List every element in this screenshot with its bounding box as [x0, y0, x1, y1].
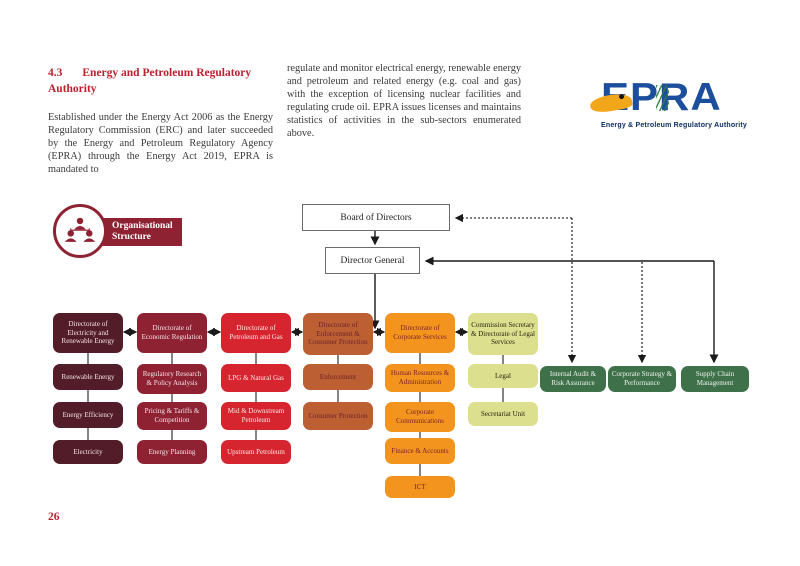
org-sub-renewable-energy: Renewable Energy — [53, 364, 123, 390]
page-number: 26 — [48, 511, 60, 523]
section-number: 4.3 — [48, 67, 63, 79]
org-box-corporate-strategy: Corporate Strategy & Performance — [608, 366, 676, 392]
org-sub-consumer-protection: Consumer Protection — [303, 402, 373, 430]
org-sub-finance-accounts: Finance & Accounts — [385, 438, 455, 464]
org-sub-corporate-communications: Corporate Communications — [385, 402, 455, 432]
org-sub-lpg-natural-gas: LPG & Natural Gas — [221, 364, 291, 392]
org-structure-circle — [53, 204, 107, 258]
org-sub-enforcement: Enforcement — [303, 364, 373, 390]
org-people-icon — [64, 217, 96, 242]
org-head-corporate-services: Directorate of Corporate Services — [385, 313, 455, 353]
org-sub-legal: Legal — [468, 364, 538, 388]
org-head-economic-regulation: Directorate of Economic Regulation — [137, 313, 207, 353]
org-box-board-of-directors: Board of Directors — [302, 204, 450, 231]
org-box-internal-audit: Internal Audit & Risk Assurance — [540, 366, 606, 392]
epra-logo: EPRA Energy & Petroleum Regulatory Autho… — [588, 75, 751, 137]
section-title: Energy and Petroleum Regulatory Authorit… — [48, 67, 252, 95]
org-sub-energy-efficiency: Energy Efficiency — [53, 402, 123, 428]
org-head-commission-secretary-legal: Commission Secretary & Directorate of Le… — [468, 313, 538, 355]
org-box-director-general: Director General — [325, 247, 420, 274]
body-paragraph-left: Established under the Energy Act 2006 as… — [48, 112, 273, 175]
org-box-supply-chain: Supply Chain Management — [681, 366, 749, 392]
org-head-petroleum-gas: Directorate of Petroleum and Gas — [221, 313, 291, 353]
org-sub-mid-downstream-petroleum: Mid & Downstream Petroleum — [221, 402, 291, 430]
org-head-enforcement-consumer: Directorate of Enforcement & Consumer Pr… — [303, 313, 373, 355]
org-head-electricity-renewable: Directorate of Electricity and Renewable… — [53, 313, 123, 353]
org-sub-ict: ICT — [385, 476, 455, 498]
org-structure-banner: Organisational Structure — [98, 218, 182, 246]
org-sub-secretariat-unit: Secretariat Unit — [468, 402, 538, 426]
logo-green-stripes-icon — [656, 85, 669, 111]
epra-logo-tagline: Energy & Petroleum Regulatory Authority — [600, 122, 747, 129]
body-paragraph-right: regulate and monitor electrical energy, … — [287, 63, 521, 139]
org-sub-energy-planning: Energy Planning — [137, 440, 207, 464]
org-sub-human-resources: Human Resources & Administration — [385, 364, 455, 392]
org-sub-electricity: Electricity — [53, 440, 123, 464]
org-sub-regulatory-research: Regulatory Research & Policy Analysis — [137, 364, 207, 394]
org-sub-upstream-petroleum: Upstream Petroleum — [221, 440, 291, 464]
org-sub-pricing-tariffs: Pricing & Tariffs & Competition — [137, 402, 207, 430]
